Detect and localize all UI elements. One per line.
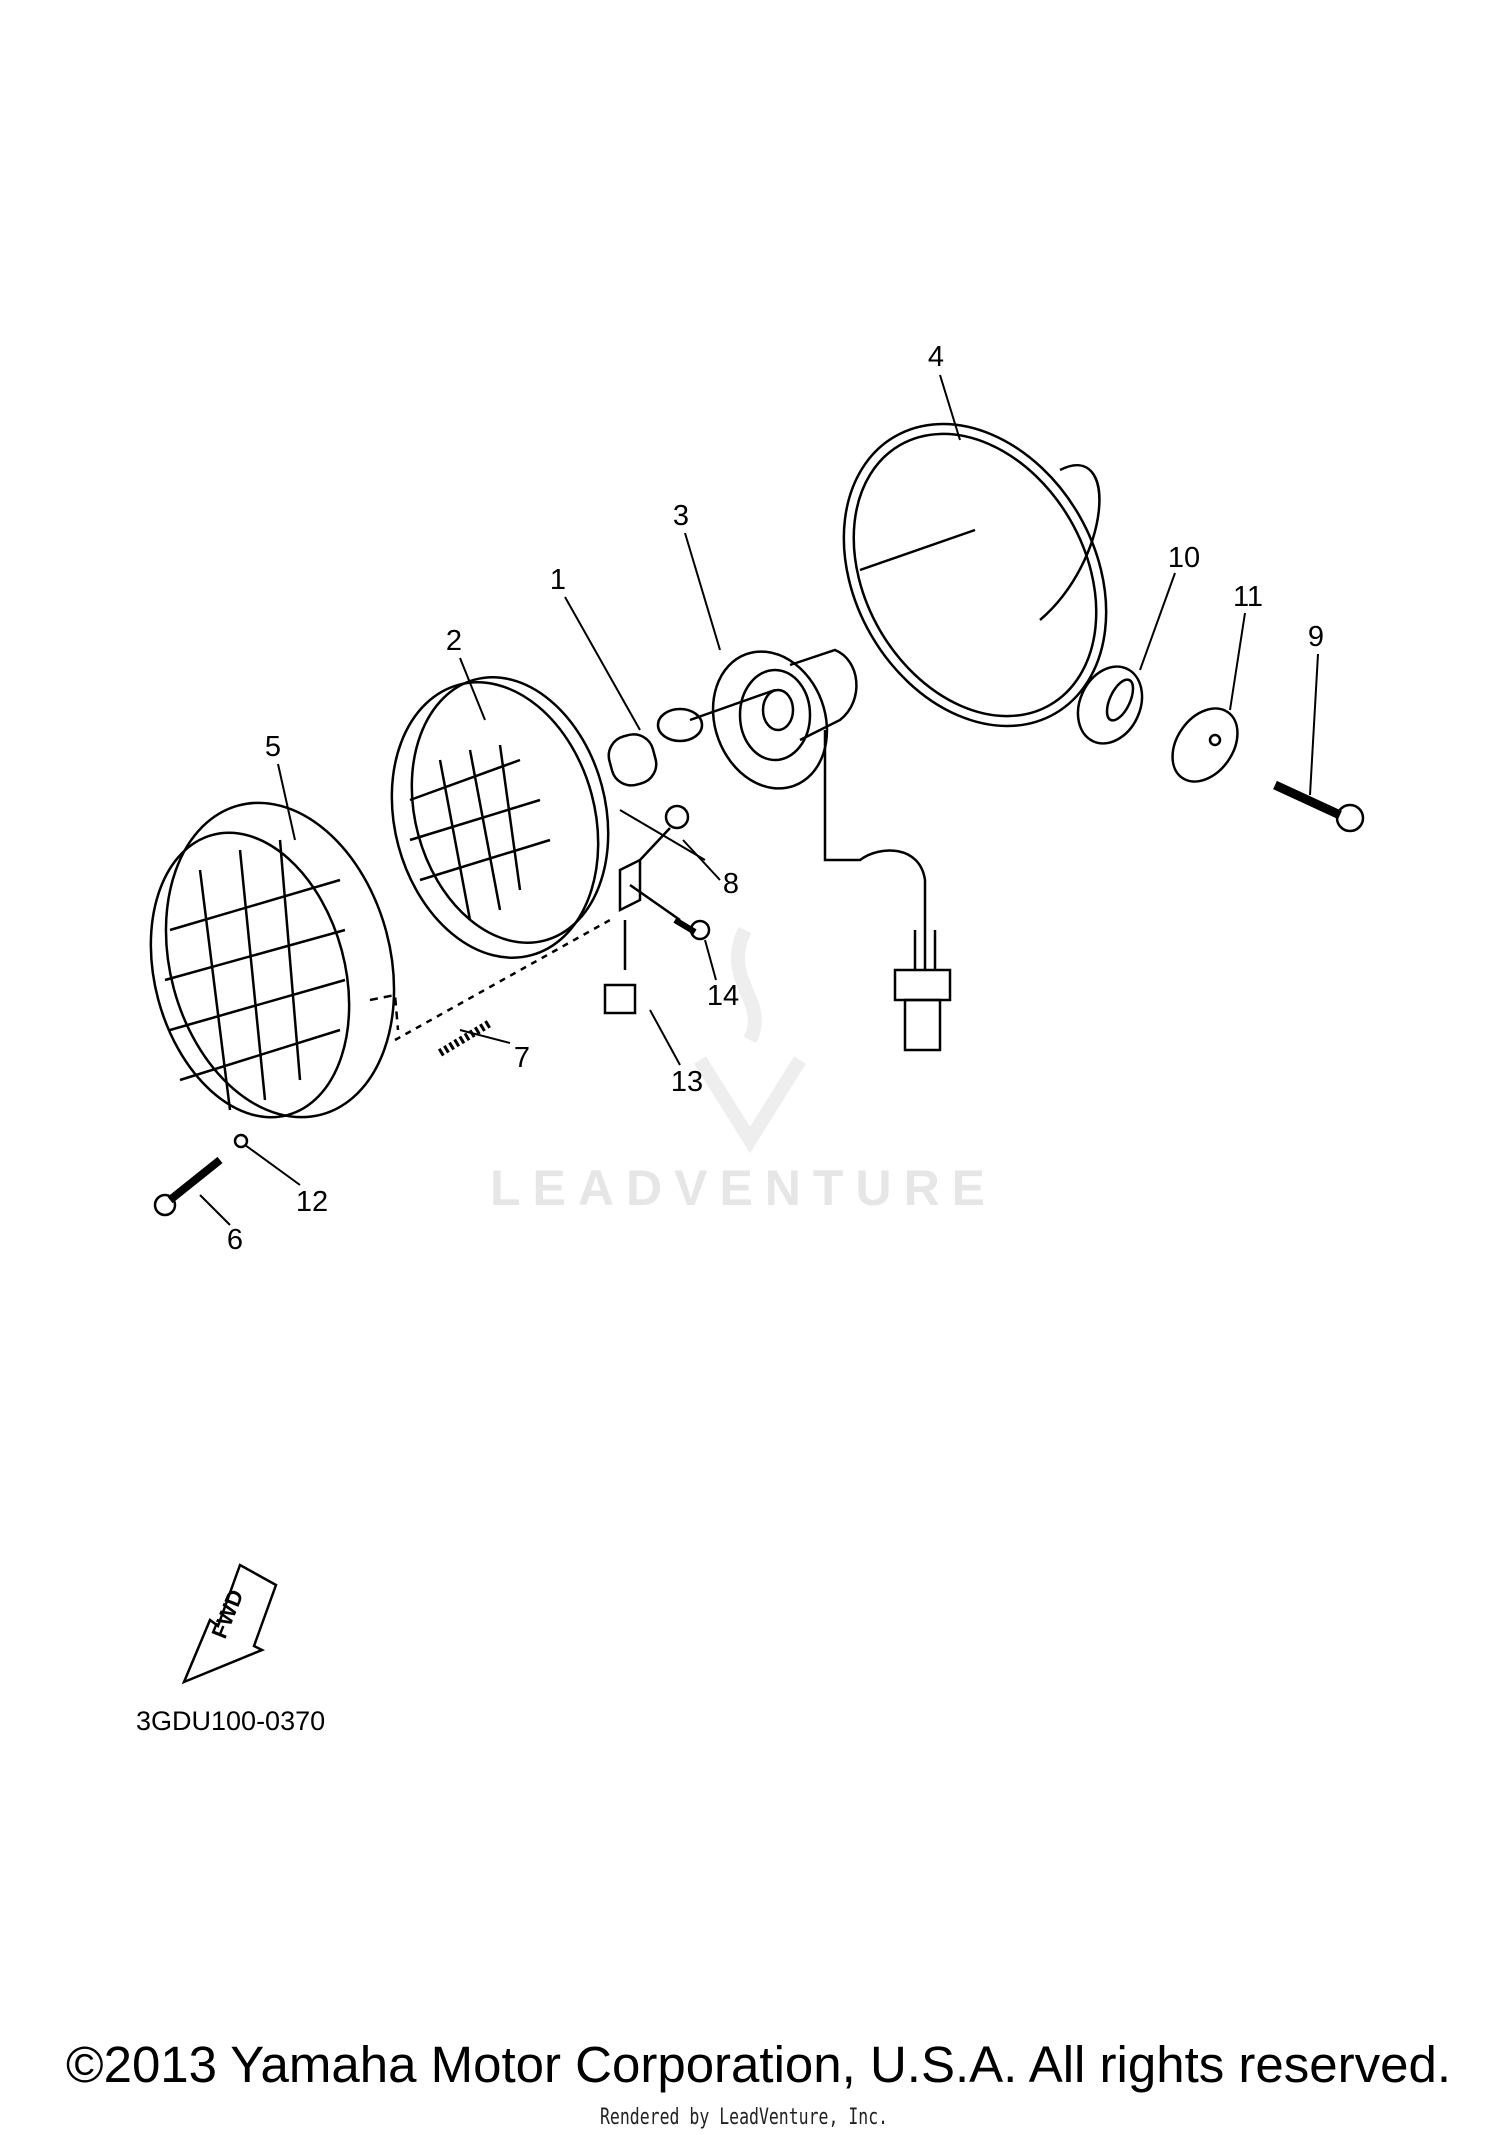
watermark-text: LEADVENTURE	[490, 1160, 998, 1216]
part-2-lens-unit	[390, 676, 642, 959]
part-3-socket	[711, 648, 952, 1052]
part-1-bulb	[607, 688, 776, 787]
callout-6[interactable]: 6	[226, 1224, 244, 1256]
part-12-washer	[233, 1133, 249, 1149]
part-5-guard-rim	[149, 801, 611, 1119]
fwd-arrow-label: FWD	[206, 1586, 248, 1642]
callout-4[interactable]: 4	[927, 341, 945, 373]
part-13-clip	[603, 920, 637, 1015]
leader-lines	[199, 374, 1319, 1226]
part-11-cover	[1171, 707, 1239, 783]
part-14-screw	[629, 883, 711, 941]
callout-12[interactable]: 12	[295, 1186, 329, 1218]
part-6-screw	[153, 1156, 223, 1217]
callout-9[interactable]: 9	[1307, 621, 1325, 653]
diagram-code: 3GDU100-0370	[136, 1706, 326, 1736]
part-4-headlight-housing	[842, 422, 1108, 728]
callout-3[interactable]: 3	[672, 500, 690, 532]
callout-2[interactable]: 2	[445, 625, 463, 657]
callout-5[interactable]: 5	[264, 731, 282, 763]
copyright-text: ©2013 Yamaha Motor Corporation, U.S.A. A…	[66, 2036, 1452, 2093]
callout-14[interactable]: 14	[706, 980, 740, 1012]
callout-7[interactable]: 7	[513, 1042, 531, 1074]
callout-10[interactable]: 10	[1167, 542, 1201, 574]
part-9-bolt	[1273, 780, 1365, 833]
fwd-arrow-icon	[181, 1563, 278, 1685]
callout-11[interactable]: 11	[1232, 581, 1264, 613]
watermark-logo	[694, 926, 806, 1154]
part-10-grommet	[1076, 665, 1144, 745]
callout-13[interactable]: 13	[670, 1066, 704, 1098]
callout-8[interactable]: 8	[722, 868, 740, 900]
part-7-spring	[437, 1019, 493, 1057]
part-8-nut	[639, 804, 690, 861]
rendered-by-text: Rendered by LeadVenture, Inc.	[600, 2105, 889, 2130]
callout-1[interactable]: 1	[549, 564, 567, 596]
